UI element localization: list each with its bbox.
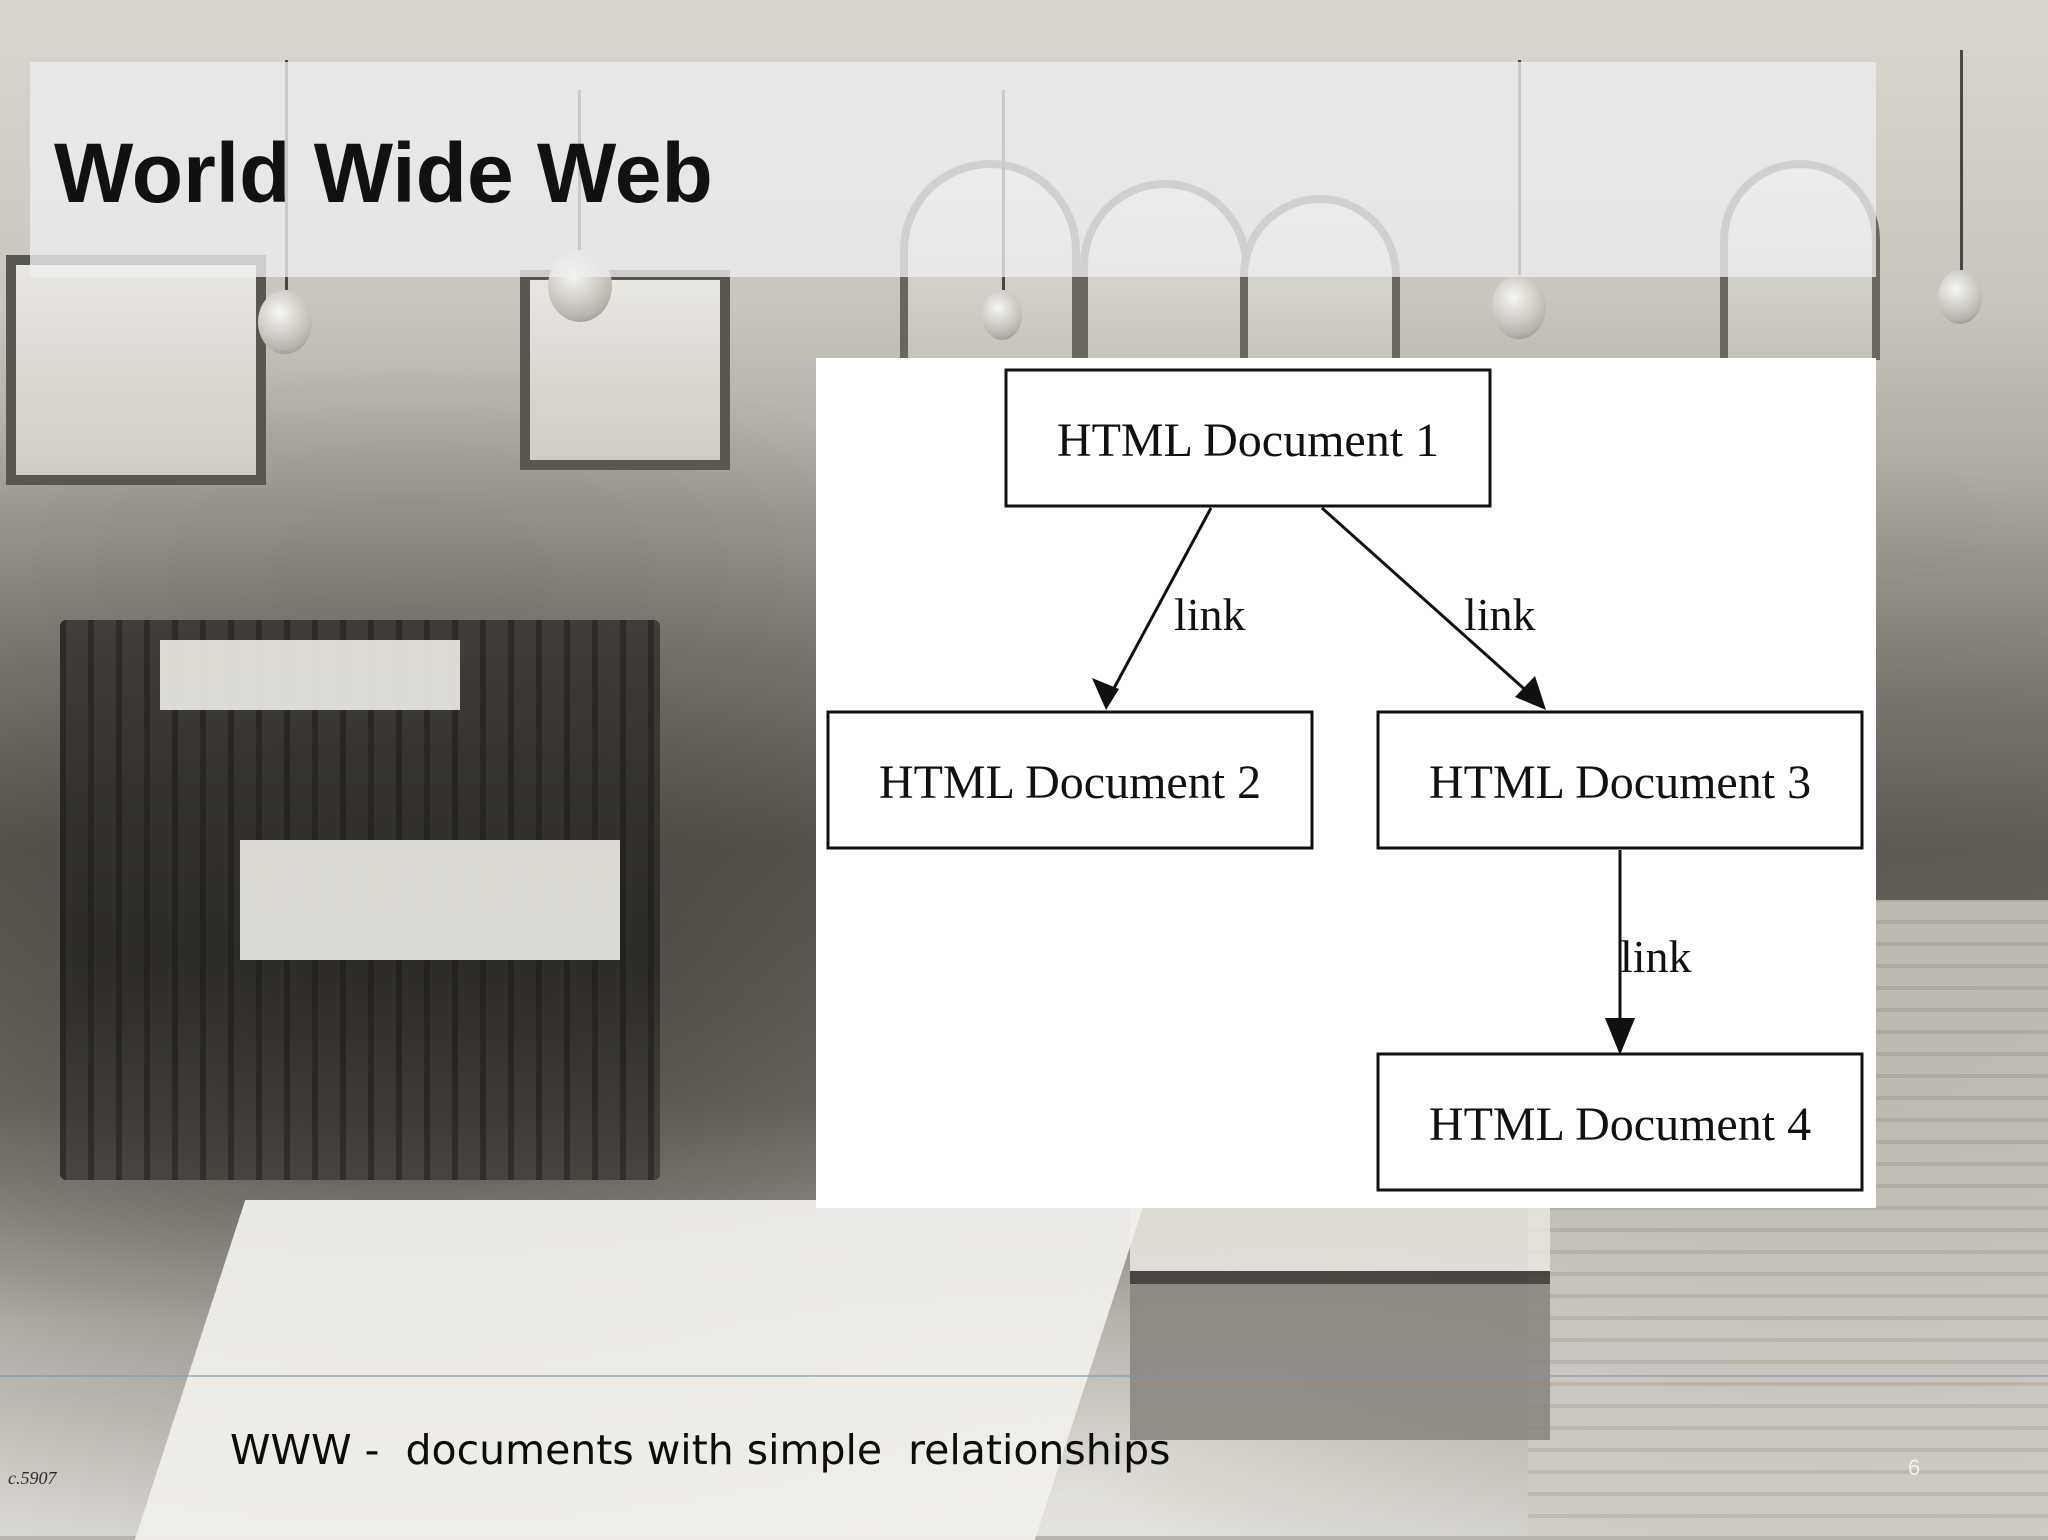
- edge-doc1-doc2: link: [1092, 507, 1246, 710]
- photo-lamp: [982, 290, 1022, 340]
- photo-lamp: [1492, 275, 1546, 339]
- diagram-panel: link link link HTML Document 1 HTML Docu…: [816, 358, 1876, 1208]
- edge-doc1-doc3: link: [1320, 506, 1546, 710]
- title-band: [30, 62, 1876, 277]
- diagram-node-doc2: HTML Document 2: [826, 710, 1314, 850]
- arrowhead-icon: [1092, 678, 1119, 710]
- edge-doc3-doc4: link: [1605, 850, 1692, 1055]
- slide-caption: WWW - documents with simple relationship…: [230, 1426, 1171, 1474]
- photo-floor-paper: [134, 1200, 1146, 1540]
- photo-window: [520, 270, 730, 470]
- photo-paper-stack: [160, 640, 460, 710]
- diagram-edges: link link link: [1092, 506, 1692, 1055]
- diagram-node-doc1: HTML Document 1: [1004, 368, 1492, 508]
- edge-label: link: [1464, 589, 1536, 640]
- footer-divider: [0, 1375, 2048, 1377]
- photo-stamp-text: c.5907: [8, 1468, 57, 1488]
- photo-lamp: [1938, 270, 1982, 324]
- photo-lamp: [258, 290, 312, 354]
- arrowhead-icon: [1605, 1018, 1635, 1055]
- link-diagram: link link link HTML Document 1 HTML Docu…: [826, 368, 1864, 1192]
- node-label: HTML Document 2: [879, 756, 1261, 809]
- edge-label: link: [1620, 931, 1692, 982]
- edge-label: link: [1174, 589, 1246, 640]
- node-label: HTML Document 1: [1057, 414, 1439, 467]
- photo-window: [6, 255, 266, 485]
- arrowhead-icon: [1515, 676, 1546, 710]
- diagram-node-doc3: HTML Document 3: [1376, 710, 1864, 850]
- node-label: HTML Document 4: [1429, 1098, 1811, 1151]
- slide-title: World Wide Web: [54, 126, 713, 220]
- photo-table: [1130, 1180, 1550, 1440]
- photo-paper-stack: [240, 840, 620, 960]
- slide-number: 6: [1908, 1455, 1921, 1480]
- node-label: HTML Document 3: [1429, 756, 1811, 809]
- diagram-node-doc4: HTML Document 4: [1376, 1052, 1864, 1192]
